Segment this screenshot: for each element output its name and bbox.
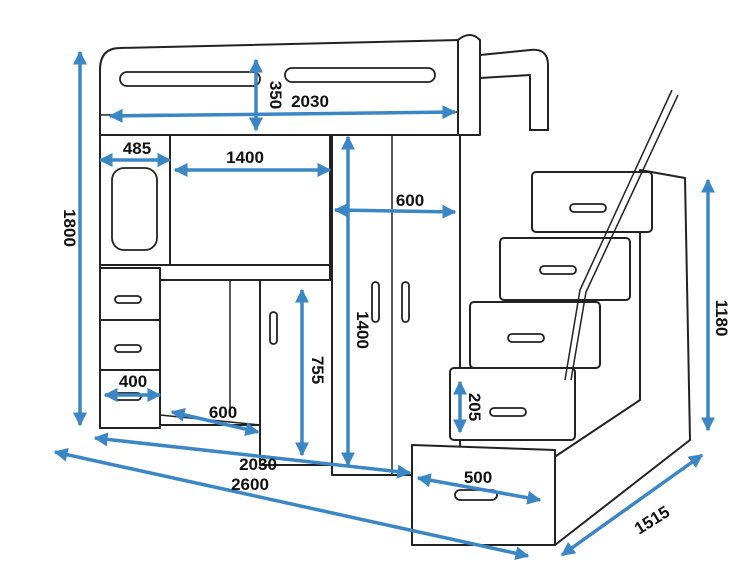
label-1180: 1180	[712, 300, 731, 337]
dimension-arrows	[53, 50, 715, 561]
label-600-wardrobe: 600	[396, 191, 424, 210]
arrow-600-desk	[170, 408, 260, 436]
desk-drawers	[99, 267, 161, 429]
label-2030-top: 2030	[291, 92, 329, 111]
wardrobe	[331, 134, 461, 476]
label-2600: 2600	[231, 475, 269, 494]
label-2030-bottom: 2030	[239, 455, 277, 474]
label-350: 350	[266, 81, 285, 109]
label-400: 400	[119, 372, 147, 391]
arrow-2030-top	[108, 105, 457, 123]
arrow-600-wardrobe	[333, 203, 457, 219]
handrail	[564, 89, 679, 381]
label-500: 500	[464, 468, 492, 487]
label-205: 205	[465, 393, 484, 421]
label-1400-wardrobe: 1400	[353, 311, 372, 349]
arrow-500	[416, 473, 542, 505]
arrow-2600	[53, 447, 530, 561]
arrow-1515	[560, 453, 704, 557]
label-1400-desk: 1400	[226, 148, 264, 167]
label-600-desk: 600	[209, 403, 237, 422]
label-485: 485	[123, 139, 151, 158]
label-1515: 1515	[631, 502, 673, 538]
ladder-post	[457, 34, 549, 136]
dimension-labels: 350 2030 485 1400 600 1800 1400 755 400 …	[60, 81, 731, 539]
label-1800: 1800	[60, 209, 79, 247]
label-755: 755	[308, 356, 327, 384]
